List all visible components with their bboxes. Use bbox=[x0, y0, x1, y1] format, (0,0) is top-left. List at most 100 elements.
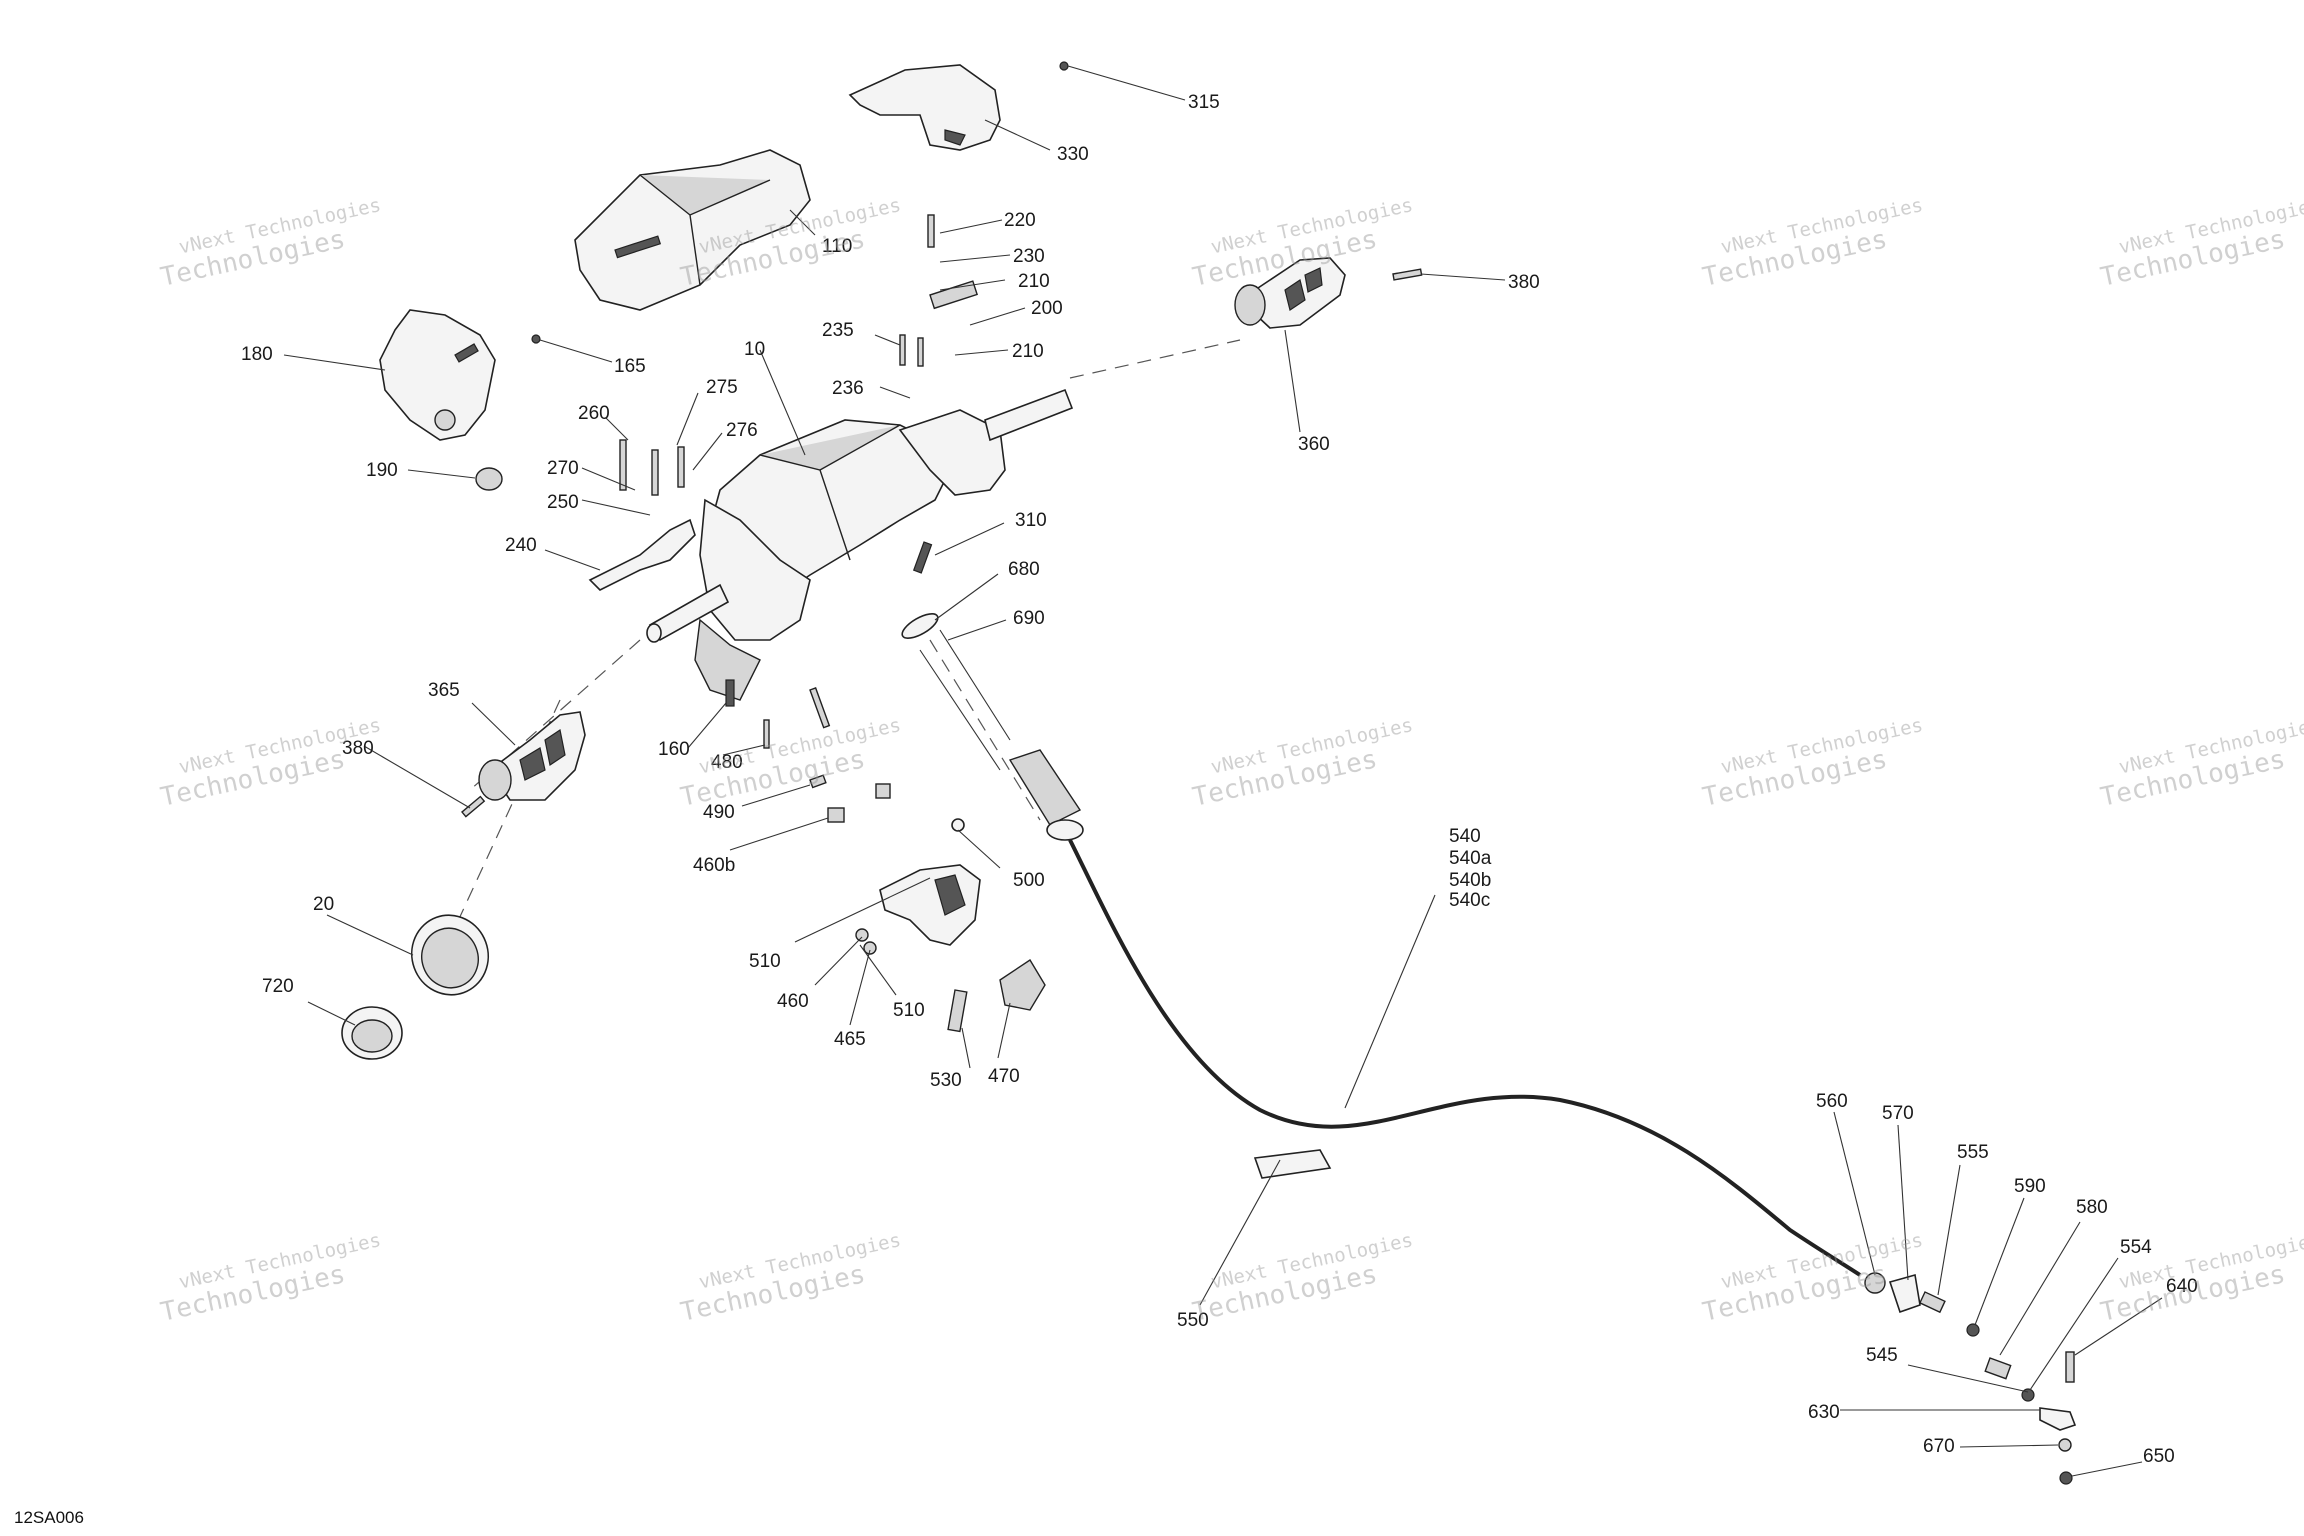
callout-10: 10 bbox=[744, 339, 765, 360]
grip-360 bbox=[1234, 257, 1346, 329]
callout-720: 720 bbox=[262, 976, 294, 997]
cap-720 bbox=[341, 1006, 403, 1060]
bolt-480 bbox=[763, 719, 770, 749]
callout-315: 315 bbox=[1188, 92, 1220, 113]
callout-680: 680 bbox=[1008, 559, 1040, 580]
upper-cover-330 bbox=[848, 64, 1001, 151]
ring-20 bbox=[410, 914, 490, 996]
callout-540: 540 bbox=[1449, 826, 1481, 847]
callout-260: 260 bbox=[578, 403, 610, 424]
callout-630: 630 bbox=[1808, 1402, 1840, 1423]
callout-545: 545 bbox=[1866, 1345, 1898, 1366]
callout-570: 570 bbox=[1882, 1103, 1914, 1124]
callout-555: 555 bbox=[1957, 1142, 1989, 1163]
grip-365 bbox=[478, 711, 586, 801]
callout-480: 480 bbox=[711, 752, 743, 773]
nut-650 bbox=[2059, 1471, 2073, 1485]
cable-adjuster bbox=[1008, 749, 1084, 841]
callout-550: 550 bbox=[1177, 1310, 1209, 1331]
leader-lines bbox=[283, 65, 2163, 1477]
figure-code: 12SA006 bbox=[14, 1508, 84, 1527]
callout-650: 650 bbox=[2143, 1446, 2175, 1467]
washer-465 bbox=[863, 941, 877, 955]
pin-530 bbox=[947, 989, 968, 1033]
callout-490: 490 bbox=[703, 802, 735, 823]
callout-510-left: 510 bbox=[749, 951, 781, 972]
lever-240 bbox=[588, 518, 696, 591]
bracket-570 bbox=[1888, 1273, 1921, 1314]
handlebar-cover-110 bbox=[574, 149, 811, 311]
callout-380-left: 380 bbox=[342, 738, 374, 759]
callout-240: 240 bbox=[505, 535, 537, 556]
callout-540b: 540b bbox=[1449, 870, 1491, 891]
screw-380-left bbox=[461, 795, 486, 818]
callout-460: 460 bbox=[777, 991, 809, 1012]
screw-380-right bbox=[1392, 268, 1423, 281]
oring-680 bbox=[901, 613, 939, 639]
callout-200: 200 bbox=[1031, 298, 1063, 319]
screw-160 bbox=[725, 679, 735, 707]
callout-530: 530 bbox=[930, 1070, 962, 1091]
callout-380-right: 380 bbox=[1508, 272, 1540, 293]
bolt-640 bbox=[2065, 1351, 2075, 1383]
callout-275: 275 bbox=[706, 377, 738, 398]
nut-590 bbox=[1966, 1323, 1980, 1337]
callout-640: 640 bbox=[2166, 1276, 2198, 1297]
bolt-500 bbox=[809, 687, 831, 729]
callout-465: 465 bbox=[834, 1029, 866, 1050]
callout-236: 236 bbox=[832, 378, 864, 399]
callout-180: 180 bbox=[241, 344, 273, 365]
bolts-235 bbox=[899, 334, 906, 366]
screw-310 bbox=[912, 541, 933, 574]
washer-460 bbox=[855, 928, 869, 942]
callout-labels: 315 330 110 220 230 210 200 210 235 236 … bbox=[241, 92, 2198, 1467]
sleeve-550 bbox=[1253, 1149, 1332, 1179]
callout-210-lower: 210 bbox=[1012, 341, 1044, 362]
callout-580: 580 bbox=[2076, 1197, 2108, 1218]
bolts-260-275 bbox=[619, 439, 627, 491]
callout-540a: 540a bbox=[1449, 848, 1492, 869]
rod-690 bbox=[939, 629, 1011, 741]
callout-210-upper: 210 bbox=[1018, 271, 1050, 292]
callout-230: 230 bbox=[1013, 246, 1045, 267]
handlebar-axis-right bbox=[1069, 339, 1241, 379]
callout-110: 110 bbox=[822, 236, 852, 257]
nut-460b bbox=[827, 807, 845, 823]
ring-190 bbox=[475, 467, 503, 491]
callout-20: 20 bbox=[313, 894, 334, 915]
callout-310: 310 bbox=[1015, 510, 1047, 531]
callout-190: 190 bbox=[366, 460, 398, 481]
ferrule-560 bbox=[1864, 1272, 1886, 1294]
clamp-510 bbox=[879, 864, 981, 946]
column-axis bbox=[929, 639, 1041, 821]
screw-165 bbox=[531, 334, 541, 344]
callout-220: 220 bbox=[1004, 210, 1036, 231]
callout-670: 670 bbox=[1923, 1436, 1955, 1457]
rod-end-630 bbox=[2039, 1407, 2077, 1431]
callout-270: 270 bbox=[547, 458, 579, 479]
callout-690: 690 bbox=[1013, 608, 1045, 629]
callout-160: 160 bbox=[658, 739, 690, 760]
sleeve-580 bbox=[1984, 1357, 2012, 1380]
callout-500: 500 bbox=[1013, 870, 1045, 891]
bracket-470 bbox=[999, 959, 1046, 1011]
nut-554 bbox=[2021, 1388, 2035, 1402]
washer-500 bbox=[951, 818, 965, 832]
adjuster-555 bbox=[1918, 1291, 1946, 1314]
callout-540c: 540c bbox=[1449, 890, 1490, 911]
callout-360: 360 bbox=[1298, 434, 1330, 455]
callout-276: 276 bbox=[726, 420, 758, 441]
callout-590: 590 bbox=[2014, 1176, 2046, 1197]
callout-330: 330 bbox=[1057, 144, 1089, 165]
washer-670 bbox=[2058, 1438, 2072, 1452]
throttle-cable-540 bbox=[1068, 839, 1862, 1277]
screw-315 bbox=[1059, 61, 1069, 71]
callout-250: 250 bbox=[547, 492, 579, 513]
callout-470: 470 bbox=[988, 1066, 1020, 1087]
callout-165: 165 bbox=[614, 356, 646, 377]
switch-housing-180 bbox=[379, 309, 496, 441]
bolt-490 bbox=[809, 774, 827, 789]
callout-365: 365 bbox=[428, 680, 460, 701]
callout-554: 554 bbox=[2120, 1237, 2152, 1258]
